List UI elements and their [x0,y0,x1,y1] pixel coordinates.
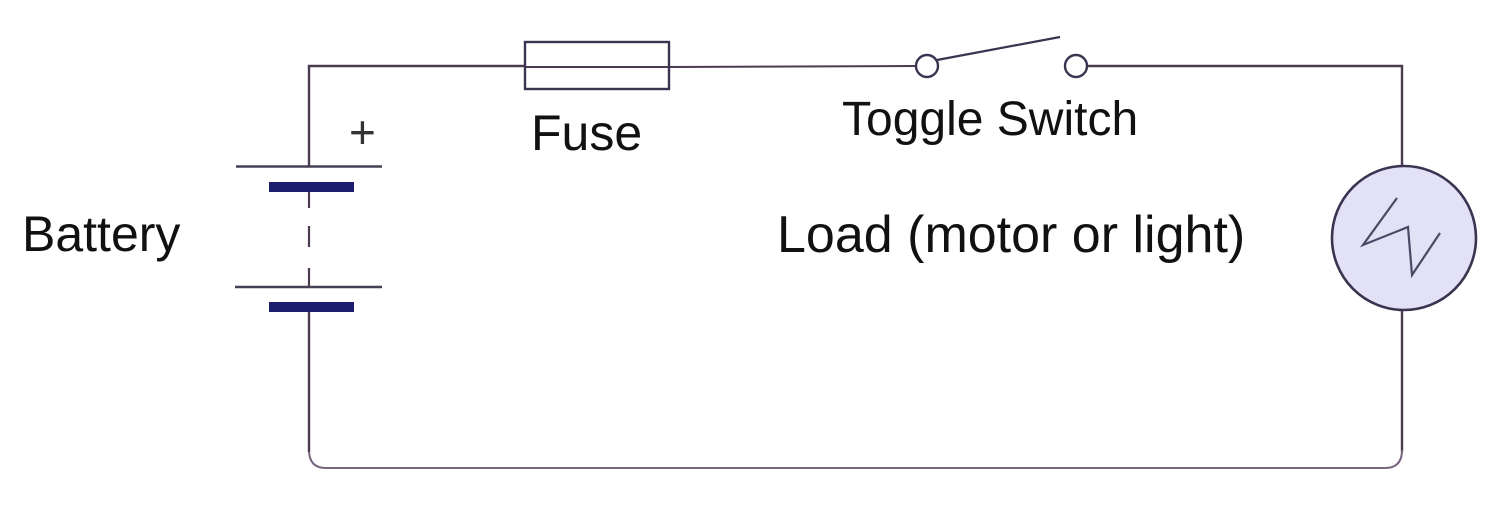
fuse-symbol [523,40,671,91]
fuse-label: Fuse [531,105,642,161]
battery-polarity-plus: + [349,106,376,158]
wire-bottom-return [308,449,1403,469]
wires [307,64,1404,469]
battery-thick-plate-bottom [269,302,354,312]
load-zigzag-icon [1359,197,1441,279]
fuse-body [523,40,671,91]
switch-terminal-right [1063,53,1089,79]
battery-label: Battery [22,206,180,262]
load-symbol [1330,164,1478,312]
wire-battery-to-fuse [307,64,525,166]
wire-switch-to-load [1087,64,1404,167]
battery-thick-plate-top [269,182,354,192]
load-circle [1330,164,1478,312]
toggle-switch-label: Toggle Switch [842,93,1138,146]
battery-symbol [235,165,382,312]
switch-lever [936,35,1061,62]
load-label: Load (motor or light) [777,206,1245,264]
wire-fuse-to-switch [668,65,917,68]
switch-terminal-left [914,53,940,79]
toggle-switch-symbol [914,35,1089,79]
